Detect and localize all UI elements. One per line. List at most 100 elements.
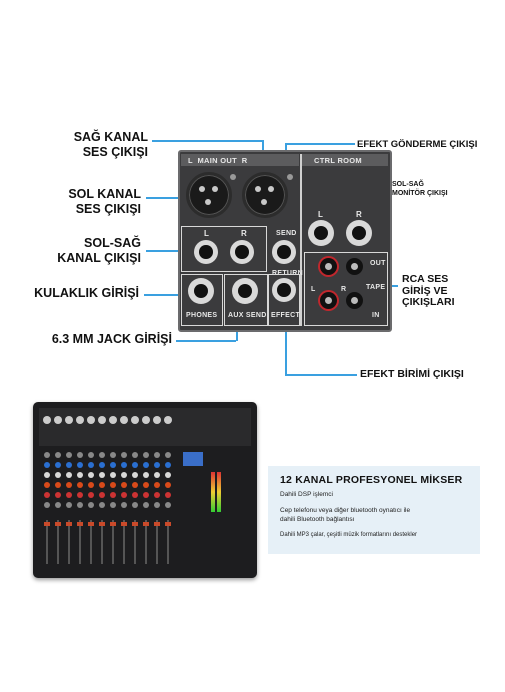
mixer-knob bbox=[77, 492, 83, 498]
mixer-knob bbox=[121, 482, 127, 488]
label-efekt-birimi: EFEKT BİRİMİ ÇIKIŞI bbox=[360, 368, 464, 380]
mixer-knob bbox=[132, 462, 138, 468]
mixer-knob bbox=[154, 482, 160, 488]
label-jack: 6.3 MM JACK GİRİŞİ bbox=[51, 332, 172, 346]
mixer-knob bbox=[77, 472, 83, 478]
mixer-knob bbox=[132, 482, 138, 488]
jack-aux-send bbox=[232, 278, 258, 304]
lr-jack-box bbox=[181, 226, 267, 272]
label-efekt-gonderme: EFEKT GÖNDERME ÇIKIŞI bbox=[357, 139, 478, 150]
mixer-knob bbox=[77, 462, 83, 468]
mixer-knob bbox=[143, 472, 149, 478]
jack-phones bbox=[188, 278, 214, 304]
mixer-input-jack bbox=[65, 416, 73, 424]
mixer-knob bbox=[165, 482, 171, 488]
mixer-knob bbox=[154, 462, 160, 468]
mixer-knob bbox=[77, 502, 83, 508]
rca-in-r bbox=[346, 292, 363, 309]
mixer-fader-cap bbox=[121, 522, 127, 526]
mixer-knob bbox=[110, 462, 116, 468]
line-sol-sag-kanal bbox=[146, 250, 178, 252]
label-rca-r: R bbox=[341, 286, 347, 293]
jack-r-output bbox=[230, 240, 254, 264]
label-rca-l: L bbox=[311, 286, 316, 293]
mixer-fader-cap bbox=[99, 522, 105, 526]
label-tape: TAPE bbox=[366, 284, 386, 291]
mixer-input-jack bbox=[98, 416, 106, 424]
mixer-knob bbox=[165, 492, 171, 498]
mixer-fader-cap bbox=[66, 522, 72, 526]
effect-box bbox=[268, 274, 300, 326]
mixer-fader-cap bbox=[143, 522, 149, 526]
mixer-knob bbox=[110, 502, 116, 508]
xlr-left-output bbox=[186, 172, 232, 218]
mixer-knob bbox=[165, 502, 171, 508]
mixer-fader-track bbox=[134, 520, 136, 564]
mixer-fader-cap bbox=[55, 522, 61, 526]
jack-send bbox=[272, 240, 296, 264]
ctrl-room-label: CTRL ROOM bbox=[314, 156, 362, 165]
info-line-2a: Cep telefonu veya diğer bluetooth oynatı… bbox=[280, 507, 411, 514]
label-return: RETURN bbox=[272, 270, 303, 277]
mixer-input-jack bbox=[131, 416, 139, 424]
mixer-knob bbox=[110, 482, 116, 488]
mixer-knob bbox=[66, 502, 72, 508]
mixer-fader-track bbox=[79, 520, 81, 564]
mixer-fader-track bbox=[145, 520, 147, 564]
mixer-knob bbox=[44, 452, 50, 458]
mixer-knob bbox=[165, 472, 171, 478]
mixer-input-jack bbox=[164, 416, 172, 424]
mixer-fader-cap bbox=[88, 522, 94, 526]
mixer-knob bbox=[66, 452, 72, 458]
mixer-knob bbox=[143, 482, 149, 488]
mixer-knob bbox=[99, 482, 105, 488]
mixer-knob bbox=[132, 472, 138, 478]
mixer-knob bbox=[165, 462, 171, 468]
mixer-knob bbox=[55, 452, 61, 458]
mixer-knob bbox=[77, 482, 83, 488]
mixer-fader-track bbox=[123, 520, 125, 564]
mixer-knob bbox=[77, 452, 83, 458]
info-line-2b: dahili Bluetooth bağlantısı bbox=[280, 516, 355, 523]
mixer-knob bbox=[99, 492, 105, 498]
mixer-fader-track bbox=[112, 520, 114, 564]
mixer-knob bbox=[143, 452, 149, 458]
mixer-input-jack bbox=[120, 416, 128, 424]
mixer-fader-cap bbox=[165, 522, 171, 526]
mixer-display bbox=[183, 452, 203, 466]
line-kulaklik bbox=[144, 294, 180, 296]
mixer-knob bbox=[55, 492, 61, 498]
mixer-knob bbox=[88, 502, 94, 508]
mixer-knob bbox=[143, 492, 149, 498]
line-sol-kanal bbox=[146, 197, 178, 199]
mixer-knob bbox=[88, 472, 94, 478]
info-title: 12 KANAL PROFESYONEL MİKSER bbox=[280, 474, 463, 486]
line-efekt-gonderme bbox=[285, 143, 355, 145]
mixer-knob bbox=[154, 502, 160, 508]
mixer-fader-cap bbox=[110, 522, 116, 526]
phones-box bbox=[181, 274, 223, 326]
mixer-fader-cap bbox=[44, 522, 50, 526]
mixer-input-jack bbox=[153, 416, 161, 424]
mixer-knob bbox=[55, 502, 61, 508]
mixer-input-jack bbox=[43, 416, 51, 424]
panel-divider bbox=[300, 154, 302, 326]
aux-send-box bbox=[224, 274, 268, 326]
mixer-knob bbox=[143, 502, 149, 508]
rca-box bbox=[304, 252, 388, 326]
mixer-input-jack bbox=[76, 416, 84, 424]
mixer-knob bbox=[121, 452, 127, 458]
mixer-input-jack bbox=[87, 416, 95, 424]
jack-ctrl-l bbox=[308, 220, 334, 246]
mixer-knob bbox=[44, 492, 50, 498]
label-in: IN bbox=[372, 312, 380, 319]
label-send: SEND bbox=[276, 230, 297, 237]
mixer-fader-track bbox=[57, 520, 59, 564]
rca-out-r bbox=[346, 258, 363, 275]
mixer-knob bbox=[88, 452, 94, 458]
mixer-knob bbox=[55, 472, 61, 478]
mixer-input-jack bbox=[54, 416, 62, 424]
mixer-knob bbox=[44, 472, 50, 478]
